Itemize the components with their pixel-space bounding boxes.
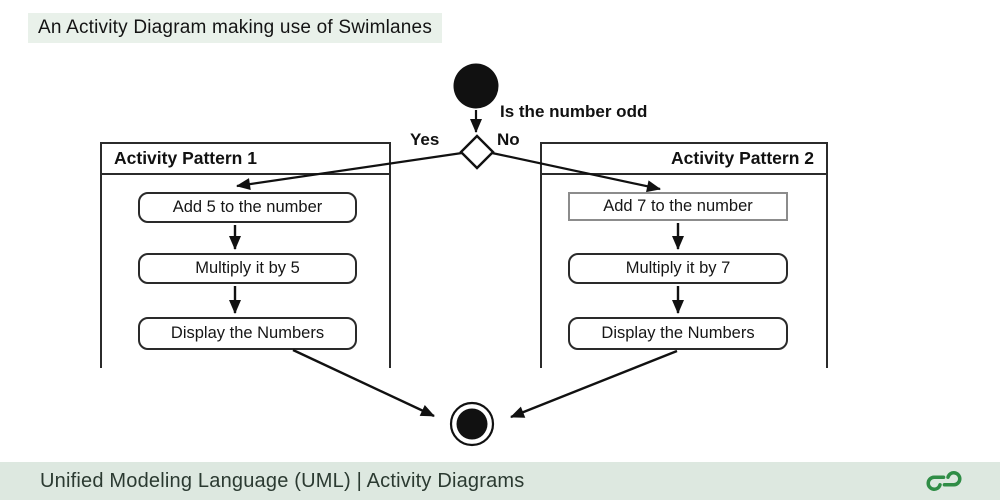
footer-bar: Unified Modeling Language (UML) | Activi…	[0, 462, 1000, 500]
geeksforgeeks-logo-icon	[926, 471, 962, 491]
decision-diamond-icon	[459, 134, 495, 170]
activity-add-7-to-number: Add 7 to the number	[568, 192, 788, 221]
activity-add-5-to-number: Add 5 to the number	[138, 192, 357, 223]
activity-display-numbers-2: Display the Numbers	[568, 317, 788, 350]
end-node-ring-icon	[449, 401, 495, 447]
swimlane-1-title: Activity Pattern 1	[102, 144, 389, 175]
swimlane-2-title: Activity Pattern 2	[542, 144, 826, 175]
branch-no-label: No	[497, 130, 520, 149]
swimlane-activity-pattern-2: Activity Pattern 2	[540, 142, 828, 368]
branch-yes-label: Yes	[410, 130, 440, 149]
decision-question-label: Is the number odd	[500, 102, 648, 121]
activity-multiply-by-7: Multiply it by 7	[568, 253, 788, 284]
page-title: An Activity Diagram making use of Swimla…	[28, 13, 443, 43]
start-node-icon	[453, 63, 499, 109]
end-node-icon	[456, 408, 488, 440]
activity-multiply-by-5: Multiply it by 5	[138, 253, 357, 284]
activity-display-numbers-1: Display the Numbers	[138, 317, 357, 350]
footer-caption: Unified Modeling Language (UML) | Activi…	[40, 469, 525, 492]
